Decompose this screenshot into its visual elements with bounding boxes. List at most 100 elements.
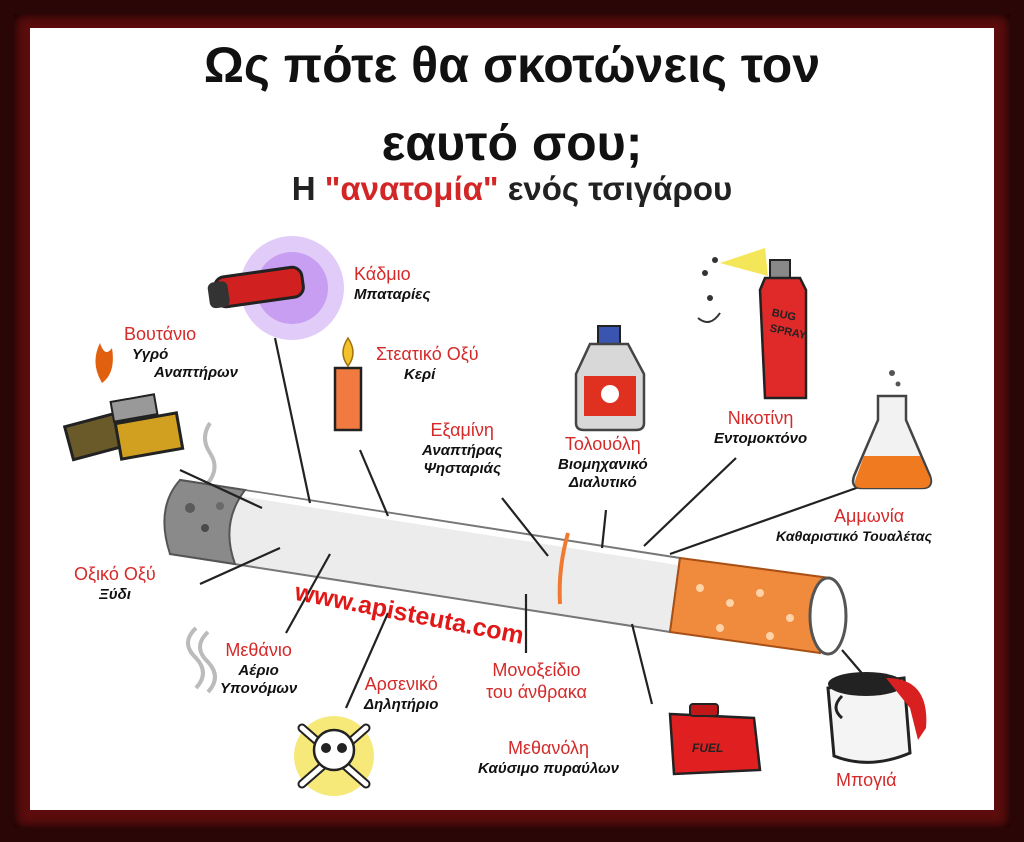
candle-flame — [342, 336, 354, 368]
fuel-text: FUEL — [692, 741, 723, 755]
label-mpogia: Μπογιά — [836, 770, 897, 792]
subtitle-prefix: Η — [291, 170, 325, 207]
label-oxiko: Οξικό Οξύ Ξύδι — [74, 564, 156, 604]
label-monoxeidio: Μονοξείδιο του άνθρακα — [486, 660, 587, 703]
bottle-cap — [597, 325, 621, 345]
label-tolouoli: Τολουόλη Βιομηχανικό Διαλυτικό — [558, 434, 648, 492]
bubble — [895, 381, 901, 387]
bug-spray-icon: BUG SPRAY — [697, 248, 808, 400]
paint-can-lid — [828, 672, 904, 696]
leader-methanoli — [630, 623, 654, 705]
subtitle-highlight: "ανατομία" — [324, 170, 499, 207]
label-methanio-desc1: Αέριο — [238, 661, 279, 679]
lighter-icon — [62, 343, 185, 462]
label-tolouoli-name: Τολουόλη — [564, 434, 641, 454]
skull-crossbones-icon — [294, 716, 374, 796]
spray-mist — [720, 248, 768, 276]
subtitle: Η "ανατομία" ενός τσιγάρου — [30, 170, 994, 208]
paint-can-icon — [826, 672, 927, 764]
label-arseniko: Αρσενικό Δηλητήριο — [364, 674, 438, 714]
label-nikotini: Νικοτίνη Εντομοκτόνο — [714, 408, 807, 448]
smoke-icon — [203, 421, 217, 485]
fuel-can-body — [668, 712, 762, 776]
spray-can — [758, 276, 808, 400]
label-methanoli-desc: Καύσιμο πυραύλων — [478, 759, 620, 777]
label-ammonia-name: Αμμωνία — [834, 506, 905, 526]
cigarette — [163, 478, 848, 656]
filter-dot — [786, 614, 794, 622]
smoke-icon — [198, 630, 217, 694]
label-methanoli-name: Μεθανόλη — [507, 738, 590, 758]
label-kadmio-desc: Μπαταρίες — [354, 285, 431, 303]
filter-dot — [716, 624, 724, 632]
label-nikotini-name: Νικοτίνη — [727, 408, 794, 428]
battery-icon — [207, 236, 344, 340]
label-arseniko-name: Αρσενικό — [364, 674, 438, 694]
spray-nozzle — [769, 259, 791, 279]
skull-eye — [321, 743, 331, 753]
title-line-2: εαυτό σου; — [381, 115, 643, 171]
leader-oxiko — [199, 546, 281, 586]
leader-nikotini — [643, 457, 737, 547]
poster: Ως πότε θα σκοτώνεις τον εαυτό σου; Η "α… — [30, 28, 994, 810]
skull-eye — [337, 743, 347, 753]
battery-cap — [207, 281, 230, 309]
label-methanoli: Μεθανόλη Καύσιμο πυραύλων — [478, 738, 619, 778]
paint-can-body — [826, 676, 912, 764]
spray-dot — [712, 257, 718, 263]
label-voutanio-desc2: Αναπτήρων — [154, 363, 238, 381]
ash-speck — [201, 524, 209, 532]
flame — [95, 343, 113, 383]
skull-mini — [601, 385, 619, 403]
label-methanio: Μεθάνιο Αέριο Υπονόμων — [220, 640, 297, 698]
spray-text-1: BUG — [771, 307, 797, 324]
label-examini-desc1: Αναπτήρας — [422, 441, 503, 459]
lighter-top — [109, 393, 159, 423]
skull — [312, 728, 356, 772]
leader-lines — [179, 337, 867, 709]
filter-dot — [766, 632, 774, 640]
label-monoxeidio-name1: Μονοξείδιο — [492, 660, 581, 680]
spray-dot — [702, 270, 708, 276]
leader-kadmio — [273, 337, 312, 504]
smoke-icon — [186, 626, 205, 690]
label-tolouoli-desc2: Διαλυτικό — [568, 473, 637, 491]
label-kadmio-name: Κάδμιο — [354, 264, 411, 284]
paint-can-handle — [834, 694, 844, 720]
filter-end — [808, 576, 848, 656]
leader-ammonia — [669, 484, 863, 556]
flask-liquid — [854, 456, 931, 488]
filter — [668, 556, 832, 655]
label-methanio-desc2: Υπονόμων — [220, 679, 298, 697]
ash-speck — [185, 503, 195, 513]
label-steatiko-desc: Κερί — [404, 365, 436, 383]
label-steatiko-name: Στεατικό Οξύ — [376, 344, 479, 364]
paper-ring — [557, 532, 570, 605]
leader-examini — [501, 497, 549, 557]
leader-methanio — [285, 553, 331, 634]
label-voutanio: Βουτάνιο Υγρό Αναπτήρων — [124, 324, 238, 382]
label-methanio-name: Μεθάνιο — [225, 640, 292, 660]
ash-speck — [216, 502, 224, 510]
filter-dot — [726, 599, 734, 607]
label-steatiko: Στεατικό Οξύ Κερί — [376, 344, 479, 384]
label-oxiko-desc: Ξύδι — [98, 585, 131, 603]
label-ammonia: Αμμωνία Καθαριστικό Τουαλέτας — [776, 506, 932, 544]
leader-voutanio — [179, 469, 263, 509]
leader-steatiko — [358, 449, 390, 517]
label-arseniko-desc: Δηλητήριο — [364, 695, 439, 713]
filter-dot — [756, 589, 764, 597]
label-mpogia-name: Μπογιά — [836, 770, 897, 790]
label-nikotini-desc: Εντομοκτόνο — [714, 429, 808, 447]
label-voutanio-desc1: Υγρό — [132, 345, 169, 363]
fuel-can-handle — [689, 703, 719, 717]
title-line-1: Ως πότε θα σκοτώνεις τον — [203, 37, 821, 93]
toxic-bottle-icon — [574, 325, 646, 432]
leader-tolouoli — [600, 509, 608, 549]
label-kadmio: Κάδμιο Μπαταρίες — [354, 264, 430, 304]
spray-dot — [707, 295, 713, 301]
label-ammonia-desc: Καθαριστικό Τουαλέτας — [776, 527, 932, 544]
flask-icon — [851, 370, 933, 490]
label-examini-desc2: Ψησταριάς — [423, 459, 501, 477]
filter-dot — [696, 584, 704, 592]
